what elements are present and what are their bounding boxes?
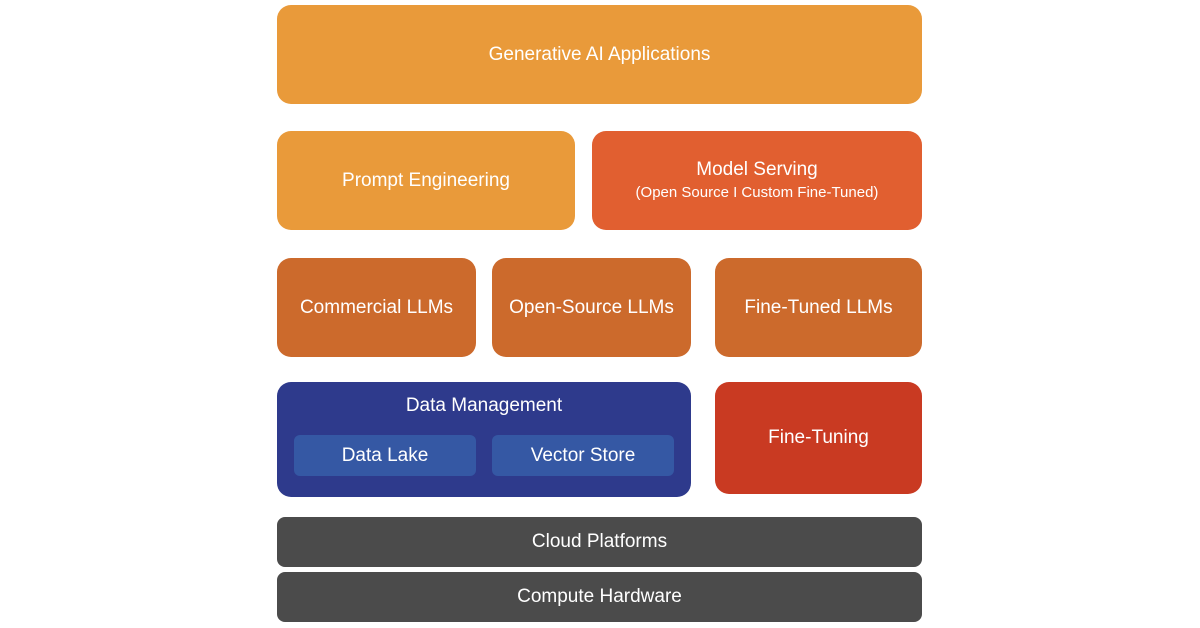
data-lake-block: Data Lake	[294, 435, 476, 476]
model-serving-block: Model Serving (Open Source I Custom Fine…	[592, 131, 922, 230]
vector-store-block: Vector Store	[492, 435, 674, 476]
layer-label: Cloud Platforms	[531, 531, 668, 552]
compute-hardware-layer: Compute Hardware	[277, 572, 922, 622]
fine-tuning-block: Fine-Tuning	[715, 382, 922, 494]
block-label: Prompt Engineering	[342, 169, 510, 191]
block-label: Data Management	[405, 395, 563, 416]
prompt-engineering-block: Prompt Engineering	[277, 131, 575, 230]
open-source-llms-block: Open-Source LLMs	[492, 258, 691, 357]
block-label: Fine-Tuning	[768, 427, 869, 448]
block-sublabel: (Open Source I Custom Fine-Tuned)	[635, 183, 879, 201]
block-label: Open-Source LLMs	[509, 296, 674, 318]
block-label: Commercial LLMs	[299, 296, 454, 318]
generative-ai-applications-layer: Generative AI Applications	[277, 5, 922, 104]
block-label: Model Serving	[696, 158, 818, 180]
block-label: Vector Store	[530, 444, 636, 466]
block-label: Fine-Tuned LLMs	[744, 296, 893, 318]
data-management-block: Data Management Data Lake Vector Store	[277, 382, 691, 497]
cloud-platforms-layer: Cloud Platforms	[277, 517, 922, 567]
commercial-llms-block: Commercial LLMs	[277, 258, 476, 357]
layer-label: Generative AI Applications	[488, 43, 711, 65]
layer-label: Compute Hardware	[517, 586, 682, 607]
block-label: Data Lake	[341, 444, 429, 466]
fine-tuned-llms-block: Fine-Tuned LLMs	[715, 258, 922, 357]
